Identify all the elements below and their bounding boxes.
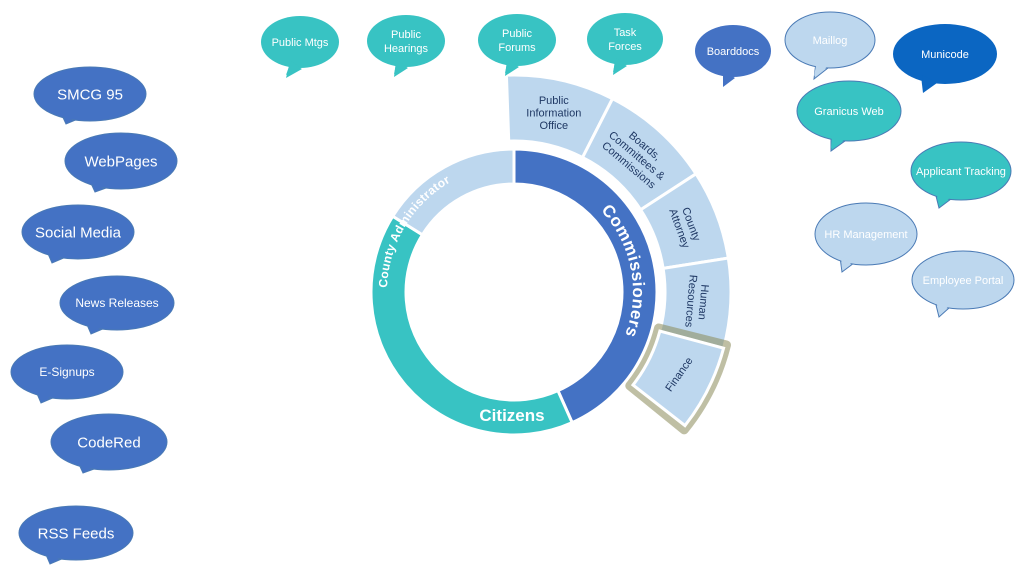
bubble-granicus-web: Granicus Web (796, 80, 902, 152)
bubble-shape (50, 413, 168, 471)
bubble-e-signups: E-Signups (10, 344, 124, 404)
bubble-shape (478, 14, 556, 66)
bubble-label: Granicus Web (814, 106, 884, 118)
bubble-shape (21, 204, 135, 260)
bubble-tail-seam (841, 256, 853, 269)
bubble-maillog: Maillog (784, 11, 876, 81)
bubble-shape (59, 275, 175, 331)
bubble-tail-seam (286, 61, 301, 75)
bubble-label: Applicant Tracking (916, 166, 1006, 178)
ring-segment-citizens (369, 214, 575, 437)
bubble-employee-portal: Employee Portal (911, 250, 1015, 318)
bubble-label: Boarddocs (707, 46, 760, 58)
bubble-social-media: Social Media (21, 204, 135, 264)
bubble-tail-seam (78, 459, 96, 470)
bubble-label: News Releases (75, 296, 158, 310)
bubble-tail-seam (36, 388, 54, 400)
bubble-shape (910, 141, 1012, 201)
bubble-tail-seam (936, 191, 950, 205)
bubble-hr-management: HR Management (814, 202, 918, 273)
bubble-shape (695, 25, 771, 77)
bubble-tail-seam (613, 58, 626, 72)
bubble-label: WebPages (84, 153, 157, 170)
bubble-label: Public Mtgs (272, 37, 329, 49)
bubble-label: HR Management (824, 229, 907, 241)
bubble-shape (261, 16, 339, 68)
bubble-label: Social Media (35, 224, 122, 241)
outer-segment-label: HumanResources (682, 274, 711, 329)
citizens-label: Citizens (479, 406, 544, 425)
bubble-news-releases: News Releases (59, 275, 175, 335)
bubble-label: E-Signups (39, 365, 94, 379)
bubble-shape (911, 250, 1015, 310)
bubble-codered: CodeRed (50, 413, 168, 474)
bubble-tail-seam (814, 61, 827, 76)
central-ring: Commissioners County Administrator Citiz… (369, 147, 659, 437)
bubble-shape (367, 15, 445, 67)
bubble-tail-seam (45, 549, 63, 561)
bubble-tail-seam (723, 70, 734, 84)
bubble-tail-seam (394, 60, 407, 74)
bubble-shape (33, 66, 147, 122)
bubble-shape (10, 344, 124, 400)
bubble-shape (893, 24, 997, 84)
bubble-shape (814, 202, 918, 266)
bubble-label: RSS Feeds (38, 525, 115, 542)
bubble-smcg-95: SMCG 95 (33, 66, 147, 125)
bubble-shape (64, 132, 178, 190)
bubble-tail-seam (47, 248, 65, 260)
bubble-label: Maillog (813, 35, 848, 47)
finance-highlight (625, 323, 731, 435)
bubble-rss-feeds: RSS Feeds (18, 505, 134, 565)
bubble-tail-seam (922, 75, 936, 90)
bubble-public-mtgs: Public Mtgs (261, 16, 339, 78)
bubble-applicant-tracking: Applicant Tracking (910, 141, 1012, 209)
bubble-boarddocs: Boarddocs (695, 25, 771, 87)
ring-segment-county-administrator (390, 147, 516, 237)
bubble-shape (18, 505, 134, 561)
bubble-tail-seam (936, 300, 948, 314)
bubble-tail-seam (90, 178, 108, 189)
bubble-tail-seam (831, 134, 844, 148)
bubble-label: Employee Portal (923, 275, 1004, 287)
bubble-tail-seam (505, 59, 518, 73)
bubble-label: SMCG 95 (57, 86, 123, 103)
ring-segment-commissioners (512, 147, 659, 425)
bubble-label: Municode (921, 49, 969, 61)
bubble-label: CodeRed (77, 434, 140, 451)
bubble-shape (784, 11, 876, 69)
bubble-municode: Municode (893, 24, 997, 93)
bubble-shape (796, 80, 902, 142)
outer-segment-shape (630, 329, 726, 428)
bubble-shape (587, 13, 663, 65)
bubble-tail-seam (61, 110, 77, 121)
bubble-webpages: WebPages (64, 132, 178, 193)
outer-segment-finance: Finance (625, 323, 731, 435)
bubble-tail-seam (86, 319, 104, 331)
